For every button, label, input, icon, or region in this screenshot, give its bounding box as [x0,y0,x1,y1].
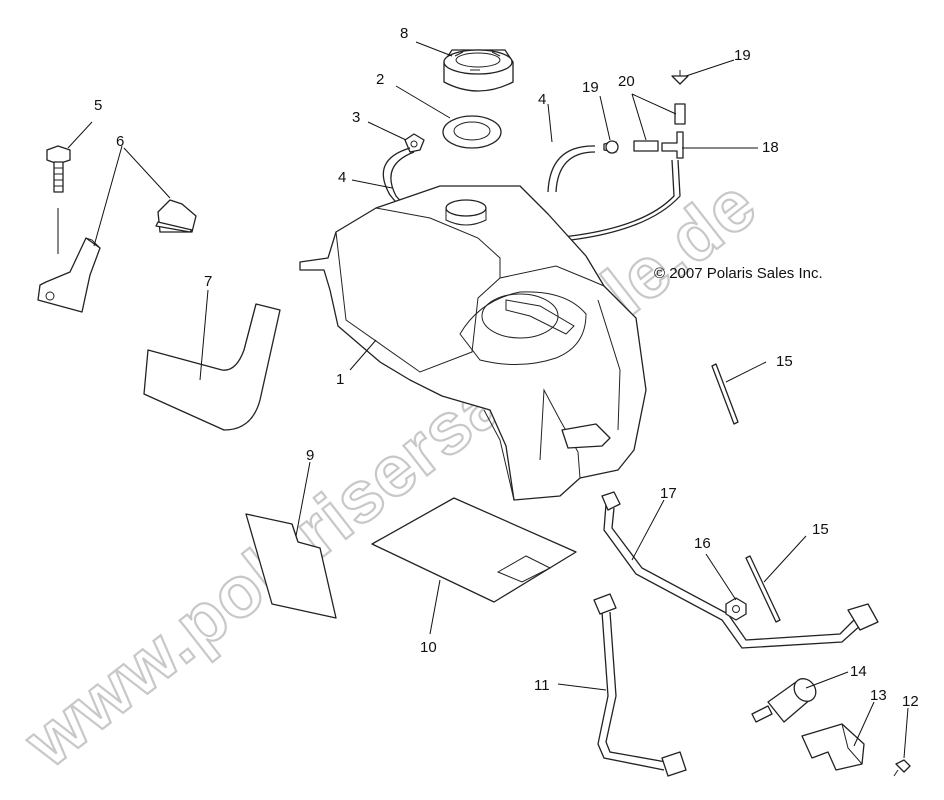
callout-4b: 4 [538,91,546,108]
callout-4a: 4 [338,169,346,186]
callout-10: 10 [420,639,437,656]
callout-7: 7 [204,273,212,290]
fuel-filter [751,678,817,723]
callout-15a: 15 [776,353,793,370]
callout-19b: 19 [734,47,751,64]
callout-5: 5 [94,97,102,114]
bolt [46,145,71,193]
callout-13: 13 [870,687,887,704]
pad [143,303,281,431]
copyright-text: © 2007 Polaris Sales Inc. [654,265,823,282]
callout-11: 11 [534,677,550,694]
hose-segment [633,103,686,152]
callout-15b: 15 [812,521,829,538]
tie-strap [711,363,781,623]
callout-14: 14 [850,663,867,680]
callout-labels: 8 2 3 4 4 5 6 7 1 9 10 11 12 13 14 15 15… [94,25,919,710]
callout-20: 20 [618,73,635,90]
callout-17: 17 [660,485,677,502]
callout-19a: 19 [582,79,599,96]
fuel-line [593,593,687,777]
callout-12: 12 [902,693,919,710]
callout-2: 2 [376,71,384,88]
leader-lines [57,41,909,759]
pad-small [245,513,337,619]
callout-1: 1 [336,371,344,388]
callout-16: 16 [694,535,711,552]
bracket [37,199,197,313]
screw [893,759,911,777]
callout-6: 6 [116,133,124,150]
callout-8: 8 [400,25,408,42]
fuel-cap [443,49,514,92]
callout-18: 18 [762,139,779,156]
fuel-tank [299,185,647,501]
gasket [442,115,502,149]
filter-clamp [801,723,865,771]
fuel-line-outlet [601,491,879,649]
callout-3: 3 [352,109,360,126]
pad-bottom [371,497,577,603]
callout-9: 9 [306,447,314,464]
tee-fitting [661,131,684,159]
nut [725,597,747,621]
check-valve [603,70,689,154]
